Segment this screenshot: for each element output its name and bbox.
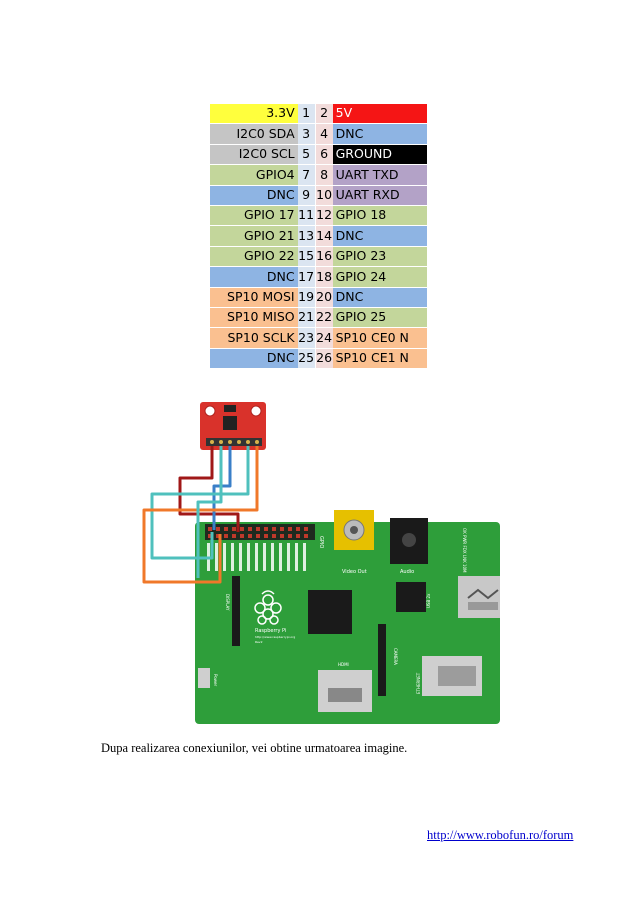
sensor-chip [223, 416, 237, 430]
sensor-regulator [224, 405, 236, 412]
left-pin-label: I2C0 SCL [210, 144, 298, 166]
left-pin-label: SP10 SCLK [210, 327, 298, 349]
usb-label: USB 2x [426, 593, 431, 608]
hdmi-label: HDMI [338, 662, 349, 667]
raspberry-pi-logo [254, 590, 282, 625]
gpio-pins [208, 527, 308, 538]
camera-connector [378, 624, 386, 696]
left-pin-label: DNC [210, 266, 298, 288]
wire-teal [150, 446, 250, 560]
right-pin-number: 10 [315, 185, 333, 206]
left-pin-number: 15 [297, 246, 316, 268]
right-pin-label: GPIO 18 [332, 205, 427, 227]
board-url-label: http://www.raspberrypi.org [255, 635, 295, 639]
left-pin-label: GPIO4 [210, 164, 298, 186]
right-pin-label: GPIO 25 [332, 307, 427, 329]
left-pin-number: 17 [297, 266, 316, 288]
power-connector [198, 668, 210, 688]
left-pin-number: 5 [297, 144, 316, 166]
mounting-hole-right [250, 405, 262, 417]
right-pin-number: 20 [315, 287, 333, 308]
wire-teal-2 [196, 446, 223, 578]
camera-label: CAMERA [393, 648, 398, 665]
video-out-label: Video Out [342, 569, 367, 575]
right-pin-number: 16 [315, 246, 333, 268]
left-pin-label: GPIO 21 [210, 225, 298, 247]
right-pin-label: UART RXD [332, 185, 427, 206]
left-pin-label: GPIO 17 [210, 205, 298, 227]
left-pin-number: 21 [297, 307, 316, 329]
usb-connector [458, 576, 500, 618]
left-pin-label: I2C0 SDA [210, 123, 298, 145]
left-pin-number: 3 [297, 123, 316, 145]
right-pin-number: 6 [315, 144, 333, 166]
left-pin-label: GPIO 22 [210, 246, 298, 268]
right-pin-label: DNC [332, 287, 427, 308]
soc-chip [308, 590, 352, 634]
left-pin-label: DNC [210, 185, 298, 206]
wire-red [178, 446, 240, 532]
board-name-label: Raspberry Pi [255, 628, 286, 634]
left-pin-number: 7 [297, 164, 316, 186]
left-pin-number: 13 [297, 225, 316, 247]
right-pin-number: 8 [315, 164, 333, 186]
mounting-hole-left [204, 405, 216, 417]
left-pin-label: DNC [210, 348, 298, 370]
right-pin-number: 12 [315, 205, 333, 227]
wiring-diagram: GPIO Video Out Audio OK PWR FDX LNK 10M … [142, 402, 500, 724]
wire-orange [142, 446, 259, 584]
right-pin-number: 2 [315, 104, 333, 125]
right-pin-number: 14 [315, 225, 333, 247]
forum-link[interactable]: http://www.robofun.ro/forum [427, 828, 574, 842]
display-connector [232, 576, 240, 646]
right-pin-label: DNC [332, 225, 427, 247]
right-pin-number: 24 [315, 327, 333, 349]
caption-text: Dupa realizarea conexiunilor, vei obtine… [101, 741, 408, 755]
left-pin-number: 1 [297, 104, 316, 125]
left-pin-number: 11 [297, 205, 316, 227]
ethernet-label: ETHERNET [416, 672, 421, 694]
right-pin-number: 26 [315, 348, 333, 370]
audio-label: Audio [400, 569, 414, 575]
right-pin-label: GPIO 24 [332, 266, 427, 288]
right-pin-label: SP10 CE0 N [332, 327, 427, 349]
right-pin-number: 18 [315, 266, 333, 288]
left-pin-number: 9 [297, 185, 316, 206]
right-pin-label: GPIO 23 [332, 246, 427, 268]
left-pin-number: 25 [297, 348, 316, 370]
power-label: Power [213, 674, 218, 686]
left-pin-label: 3.3V [210, 104, 298, 125]
right-pin-label: SP10 CE1 N [332, 348, 427, 370]
status-leds-label: OK PWR FDX LNK 10M [462, 528, 467, 573]
right-pin-number: 4 [315, 123, 333, 145]
sensor-header [206, 438, 262, 446]
gpio-label: GPIO [318, 536, 324, 548]
right-pin-label: GROUND [332, 144, 427, 166]
right-pin-number: 22 [315, 307, 333, 329]
right-pin-label: UART TXD [332, 164, 427, 186]
board-rev-label: Rev2 [255, 640, 263, 644]
left-pin-number: 19 [297, 287, 316, 308]
left-pin-number: 23 [297, 327, 316, 349]
left-pin-label: SP10 MOSI [210, 287, 298, 308]
display-label: DISPLAY [225, 594, 230, 611]
right-pin-label: 5V [332, 104, 427, 125]
left-pin-label: SP10 MISO [210, 307, 298, 329]
lan-chip [396, 582, 426, 612]
right-pin-label: DNC [332, 123, 427, 145]
